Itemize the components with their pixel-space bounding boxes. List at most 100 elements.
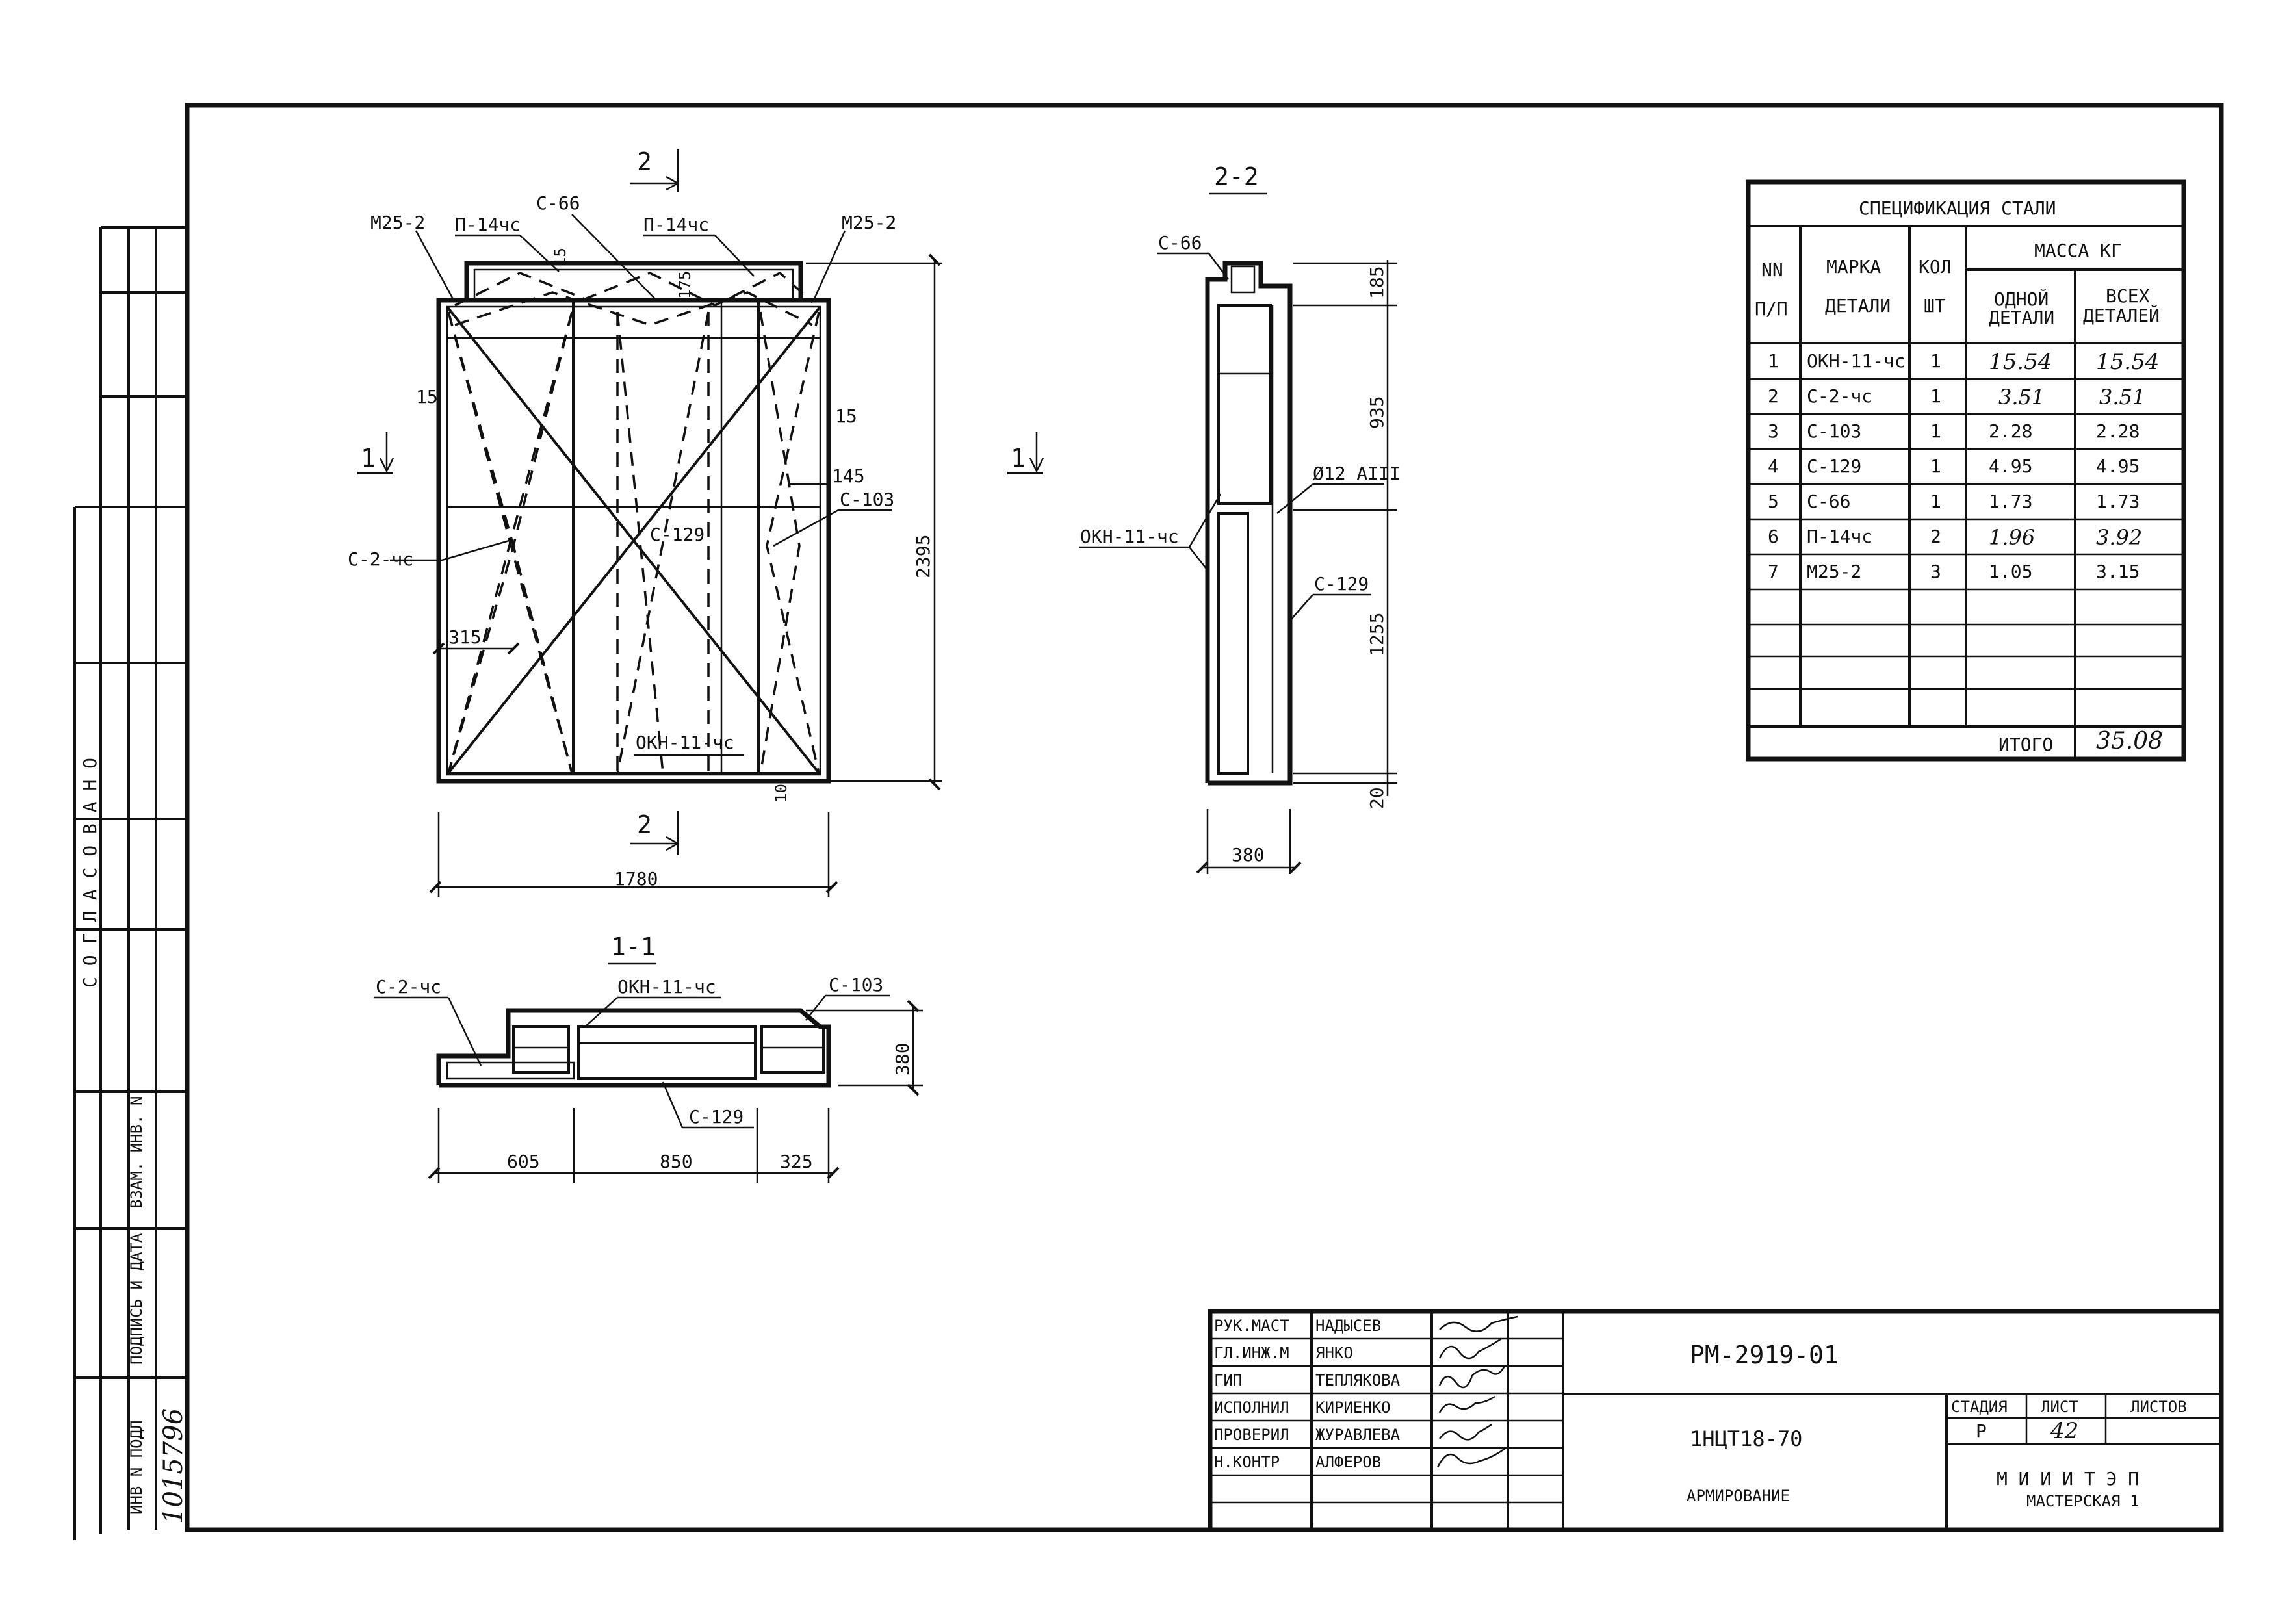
front-section-2-top: 2	[637, 148, 652, 176]
section-22-dim-20: 20	[1366, 787, 1388, 809]
front-dim-15-right: 15	[835, 406, 857, 427]
front-c2: С-2-чс	[348, 548, 413, 570]
spec-row-n: 7	[1768, 561, 1779, 582]
signature-name: ЯНКО	[1315, 1344, 1353, 1362]
spec-row: 7 М25-2 3 1.05 3.15	[1768, 561, 2140, 582]
spec-col-mark-2: ДЕТАЛИ	[1825, 295, 1891, 316]
front-dim-10: 10	[772, 784, 790, 803]
front-dim-315: 315	[448, 626, 482, 648]
signature-row: РУК.МАСТ НАДЫСЕВ	[1214, 1315, 1518, 1335]
signature-row: ПРОВЕРИЛ ЖУРАВЛЕВА	[1214, 1423, 1492, 1444]
section-11-dim-850: 850	[660, 1151, 693, 1172]
spec-row-mark: М25-2	[1807, 561, 1861, 582]
spec-row-n: 6	[1768, 526, 1779, 547]
signature-row: ГИП ТЕПЛЯКОВА	[1214, 1365, 1506, 1389]
spec-row-n: 4	[1768, 456, 1779, 477]
stage-label: СТАДИЯ	[1951, 1398, 2008, 1416]
signature-row: ИСПОЛНИЛ КИРИЕНКО	[1214, 1395, 1495, 1417]
signature-name: АЛФЕРОВ	[1315, 1453, 1381, 1471]
section-11-c2: С-2-чс	[376, 976, 441, 998]
signature-row: ГЛ.ИНЖ.М ЯНКО	[1214, 1337, 1502, 1362]
signature-role: Н.КОНТР	[1214, 1453, 1280, 1471]
section-22-dim-380: 380	[1232, 844, 1265, 866]
spec-row-qty: 2	[1930, 526, 1941, 547]
section-22-dim-185: 185	[1366, 266, 1388, 299]
spec-row-qty: 1	[1930, 350, 1941, 372]
agreed-label: С О Г Л А С О В А Н О	[79, 758, 101, 988]
spec-row-one: 1.96	[1989, 525, 2035, 550]
spec-col-qty-1: КОЛ	[1919, 256, 1952, 277]
org-name: М И И И Т Э П	[1997, 1468, 2139, 1489]
spec-row-n: 3	[1768, 420, 1779, 442]
spec-row-qty: 1	[1930, 456, 1941, 477]
spec-row: 4 С-129 1 4.95 4.95	[1768, 456, 2140, 477]
spec-row-mark: С-129	[1807, 456, 1861, 477]
spec-row-qty: 1	[1930, 385, 1941, 407]
sheet-frame	[185, 103, 2224, 1532]
spec-row-n: 1	[1768, 350, 1779, 372]
spec-row-one: 1.73	[1989, 491, 2032, 512]
front-dim-145: 145	[832, 465, 865, 487]
spec-row-qty: 1	[1930, 420, 1941, 442]
signature-mark	[1439, 1423, 1492, 1441]
section-11-c129: С-129	[689, 1106, 744, 1128]
signature-name: КИРИЕНКО	[1315, 1398, 1391, 1417]
spec-row-one: 4.95	[1989, 456, 2032, 477]
front-dim-175: 175	[676, 271, 694, 299]
spec-row-n: 5	[1768, 491, 1779, 512]
inv-orig-label: ИНВ N ПОДЛ	[127, 1421, 146, 1515]
front-dim-15-top: 15	[551, 248, 569, 266]
spec-row-all: 4.95	[2096, 456, 2140, 477]
front-dim-height: 2395	[912, 535, 934, 578]
spec-row-mark: П-14чс	[1807, 526, 1872, 547]
title-block: РУК.МАСТ НАДЫСЕВ ГЛ.ИНЖ.М ЯНКО ГИП ТЕПЛЯ…	[1208, 1309, 2224, 1532]
section-22-okn: ОКН-11-чс	[1080, 526, 1179, 547]
front-view: М25-2 П-14чс С-66 П-14чс М25-2 С-2-чс С-…	[348, 148, 1044, 897]
spec-row-one: 3.51	[1998, 385, 2045, 409]
spec-col-mass: МАССА КГ	[2034, 240, 2122, 261]
signature-name: ТЕПЛЯКОВА	[1315, 1371, 1401, 1389]
section-1-1: 1-1 С-2-чс ОКН-11-чс С-103 С-129 605 850…	[374, 933, 923, 1183]
section-11-c103: С-103	[829, 974, 883, 996]
signature-role: ГИП	[1214, 1371, 1242, 1389]
front-m25-right: М25-2	[842, 212, 896, 233]
signature-mark	[1438, 1365, 1506, 1389]
signature-role: ПРОВЕРИЛ	[1214, 1426, 1289, 1444]
spec-col-one-1: ОДНОЙ	[1994, 288, 2049, 310]
spec-row: 3 С-103 1 2.28 2.28	[1768, 420, 2140, 442]
front-section-2-bottom: 2	[637, 810, 652, 839]
spec-col-all-2: ДЕТАЛЕЙ	[2083, 304, 2160, 326]
sheet-code: РМ-2919-01	[1690, 1341, 1839, 1369]
sheets-label: ЛИСТОВ	[2130, 1398, 2187, 1416]
signature-role: РУК.МАСТ	[1214, 1317, 1289, 1335]
spec-col-no-1: NN	[1761, 259, 1783, 281]
section-22-dim-935: 935	[1366, 396, 1388, 429]
section-11-okn: ОКН-11-чс	[617, 976, 716, 998]
spec-row-qty: 3	[1930, 561, 1941, 582]
spec-row-one: 15.54	[1989, 349, 2052, 375]
spec-row-qty: 1	[1930, 491, 1941, 512]
section-11-dim-605: 605	[507, 1151, 540, 1172]
signature-mark	[1436, 1447, 1507, 1468]
inv-replace-label: ВЗАМ. ИНВ. N	[127, 1096, 146, 1209]
signature-mark	[1439, 1315, 1518, 1332]
section-22-c66: С-66	[1158, 232, 1202, 253]
signature-name: НАДЫСЕВ	[1315, 1317, 1381, 1335]
front-section-1-right: 1	[1011, 444, 1026, 472]
spec-row: 2 С-2-чс 1 3.51 3.51	[1768, 385, 2145, 409]
spec-row: 6 П-14чс 2 1.96 3.92	[1768, 525, 2142, 550]
spec-col-one-2: ДЕТАЛИ	[1989, 307, 2054, 328]
sheet-title: 1НЦТ18-70	[1690, 1426, 1802, 1451]
spec-row: 1 ОКН-11-чс 1 15.54 15.54	[1768, 349, 2159, 375]
spec-row-n: 2	[1768, 385, 1779, 407]
sheet-no: 42	[2050, 1418, 2078, 1444]
spec-row-all: 3.51	[2099, 385, 2145, 409]
spec-row-all: 1.73	[2096, 491, 2140, 512]
spec-total-label: ИТОГО	[1998, 734, 2053, 755]
spec-row-one: 2.28	[1989, 420, 2032, 442]
front-c103: С-103	[840, 489, 894, 510]
front-c66: С-66	[536, 192, 580, 214]
side-stamp: С О Г Л А С О В А Н О ВЗАМ. ИНВ. N ПОДПИ…	[73, 226, 188, 1540]
spec-row-all: 3.92	[2096, 525, 2142, 550]
